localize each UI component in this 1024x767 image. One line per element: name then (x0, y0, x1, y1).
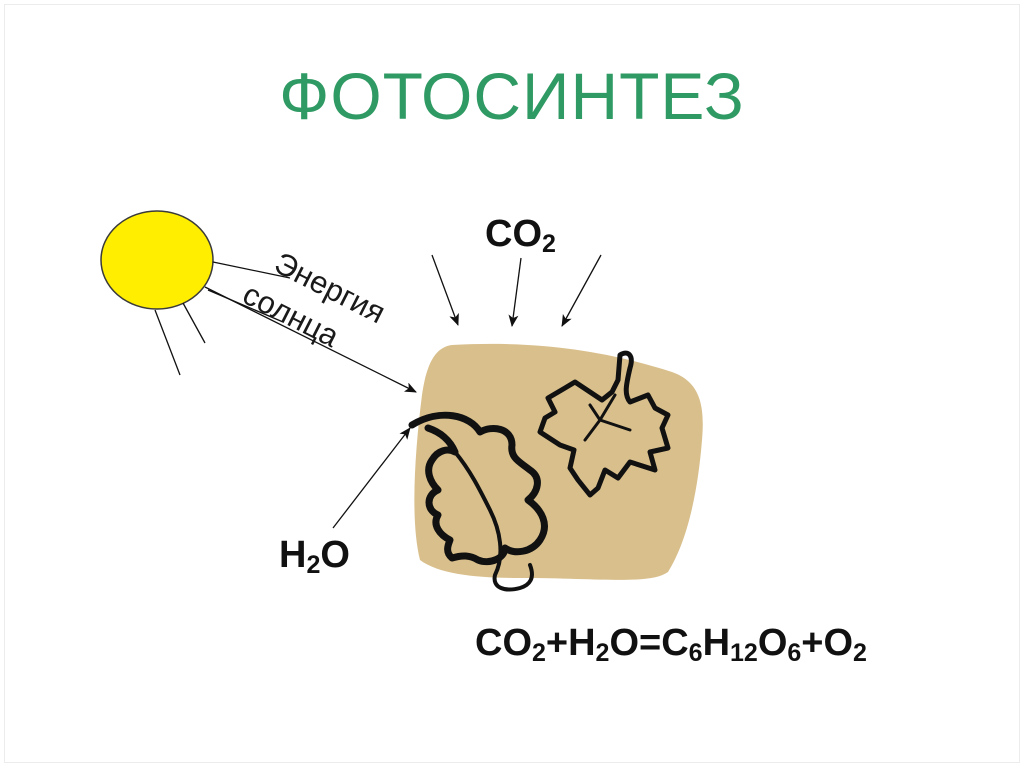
sun-icon (100, 210, 214, 310)
slide-title: ФОТОСИНТЕЗ (279, 59, 745, 133)
photosynthesis-equation: CO2+H2O=C6H12O6+O2 (475, 622, 867, 667)
h2o-label: H2O (279, 534, 350, 579)
equation-text: H (703, 622, 730, 664)
sunlight-arrow (204, 286, 417, 393)
equation-subscript: 2 (853, 639, 867, 667)
equation-subscript: 6 (787, 639, 801, 667)
equation-subscript: 2 (532, 639, 546, 667)
equation-text: +H (546, 622, 596, 664)
leaf-background (414, 343, 703, 580)
water-arrow (332, 427, 411, 529)
equation-text: O=C (609, 622, 688, 664)
oak-leaf-icon (408, 411, 548, 592)
equation-subscript: 12 (730, 639, 758, 667)
co2-arrows (431, 254, 602, 327)
equation-text: +O (801, 622, 853, 664)
maple-leaf-icon (537, 350, 671, 498)
co2-label: CO2 (485, 213, 556, 258)
equation-subscript: 6 (689, 639, 703, 667)
equation-text: O (758, 622, 788, 664)
slide-frame (4, 4, 1020, 763)
energy-label: Энергия солнца (237, 245, 391, 354)
equation-subscript: 2 (596, 639, 610, 667)
equation-text: CO (475, 622, 532, 664)
